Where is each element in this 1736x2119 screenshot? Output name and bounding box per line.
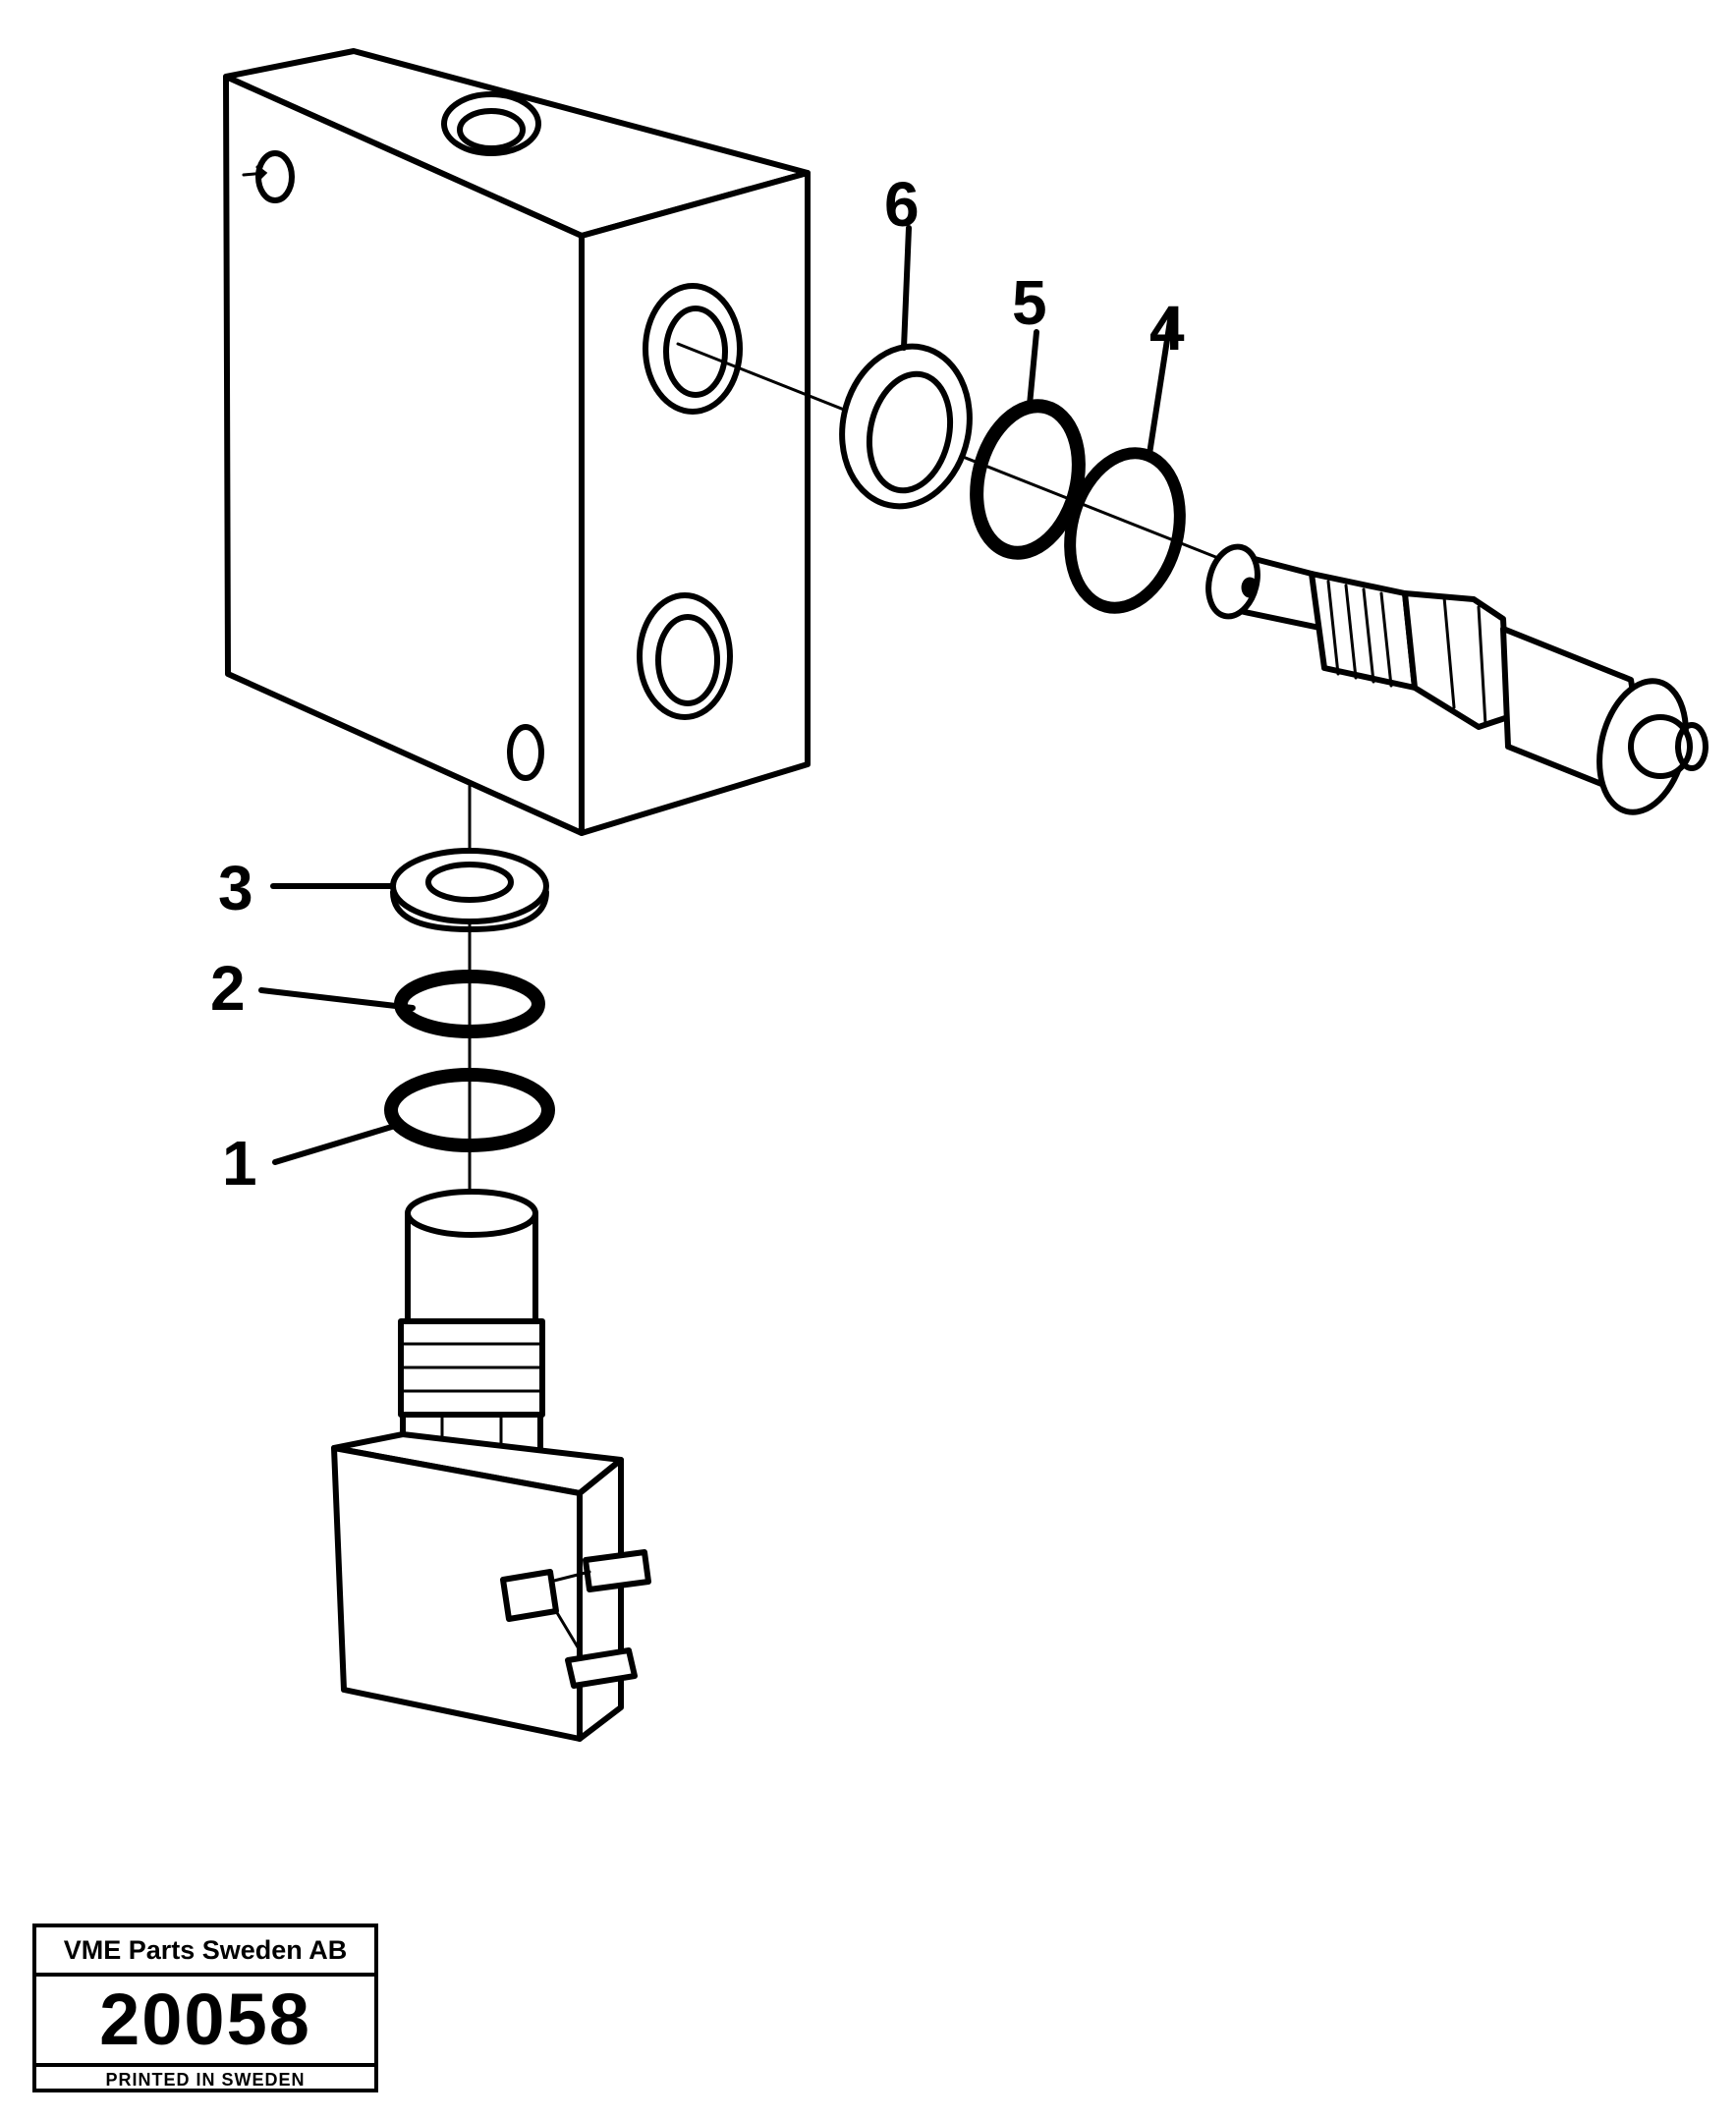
- part-6-washer: [839, 343, 973, 510]
- callout-2: 2: [210, 953, 246, 1024]
- part-1-o-ring: [384, 1068, 555, 1152]
- part-3-washer: [390, 848, 549, 932]
- cartridge-valve: [1205, 543, 1708, 815]
- title-block: VME Parts Sweden AB 20058 PRINTED IN SWE…: [32, 1924, 378, 2092]
- callout-leaders: [258, 225, 1174, 1165]
- company-name: VME Parts Sweden AB: [36, 1927, 374, 1977]
- valve-block: [223, 48, 811, 836]
- solenoid-valve: [331, 1189, 651, 1742]
- drawing-number: 20058: [36, 1977, 374, 2067]
- callout-1: 1: [222, 1128, 257, 1199]
- printed-note: PRINTED IN SWEDEN: [105, 2070, 306, 2090]
- callout-6: 6: [884, 169, 920, 240]
- part-5-o-ring: [970, 399, 1086, 560]
- callout-5: 5: [1012, 267, 1047, 338]
- callout-3: 3: [218, 853, 253, 923]
- part-4-ring: [1064, 447, 1186, 614]
- callout-4: 4: [1149, 293, 1185, 363]
